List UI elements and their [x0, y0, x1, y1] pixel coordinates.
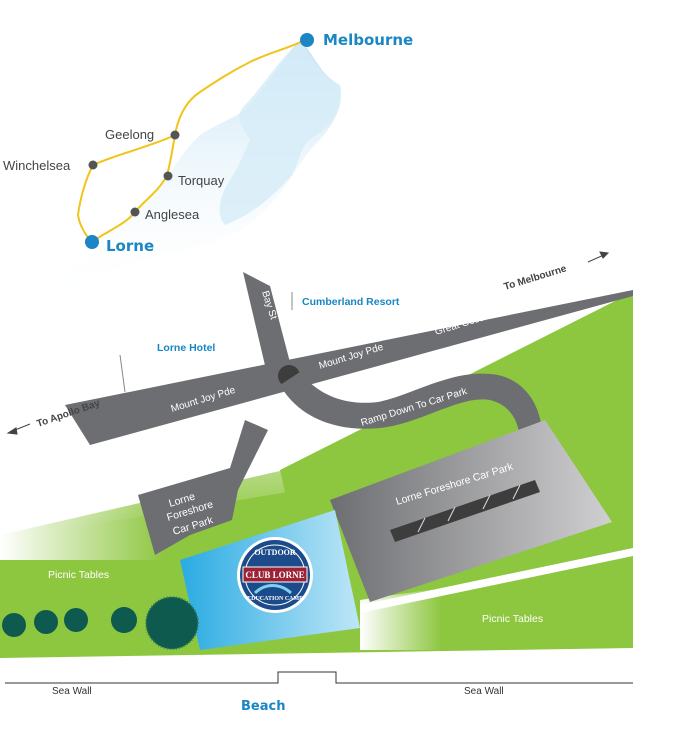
city-dot-anglesea — [130, 207, 140, 217]
to-apollo-bay-arrow — [6, 423, 31, 435]
trees — [2, 596, 199, 650]
tree — [2, 613, 26, 637]
logo-middle-text: CLUB LORNE — [245, 570, 304, 580]
city-dot-lorne — [85, 235, 99, 249]
sea-wall-right-label: Sea Wall — [464, 686, 504, 697]
tree — [145, 596, 199, 650]
city-dot-torquay — [163, 171, 173, 181]
city-dot-melbourne — [300, 33, 314, 47]
picnic-tables-right-label: Picnic Tables — [482, 613, 543, 625]
great-ocean-road[interactable] — [65, 290, 633, 445]
right-grass-fade — [360, 560, 633, 650]
city-dots — [85, 33, 314, 249]
city-dot-winchelsea — [88, 160, 98, 170]
city-lorne-label: Lorne — [106, 237, 154, 255]
ramp-road[interactable] — [280, 372, 542, 438]
tree — [34, 610, 58, 634]
site-map: OUTDOOR CLUB LORNE EDUCATION CAMP — [0, 251, 633, 684]
bay-water — [219, 40, 340, 225]
city-anglesea-label: Anglesea — [145, 207, 200, 222]
city-melbourne-label: Melbourne — [323, 31, 413, 49]
sea-wall — [5, 671, 633, 684]
city-winchelsea-label: Winchelsea — [3, 158, 71, 173]
lorne-hotel-label: Lorne Hotel — [157, 342, 215, 354]
parking-stripes — [390, 480, 540, 542]
lorne-hotel-outline — [119, 354, 126, 393]
city-geelong-label: Geelong — [105, 127, 154, 142]
logo-bottom-text: EDUCATION CAMP — [247, 596, 303, 602]
sea-wall-left-label: Sea Wall — [52, 686, 92, 697]
to-melbourne-arrow — [587, 251, 610, 263]
logo-top-text: OUTDOOR — [254, 548, 296, 557]
city-dot-geelong — [170, 130, 180, 140]
beach-label: Beach — [241, 699, 285, 714]
to-melbourne-label: To Melbourne — [503, 263, 569, 293]
tree — [64, 608, 88, 632]
small-car-park[interactable] — [138, 420, 268, 555]
tree — [111, 607, 137, 633]
city-torquay-label: Torquay — [178, 173, 225, 188]
bay-st[interactable] — [243, 272, 292, 378]
picnic-tables-left-label: Picnic Tables — [48, 569, 109, 581]
club-lorne-logo — [237, 537, 313, 613]
parking-dividers — [417, 484, 521, 533]
cumberland-resort-label: Cumberland Resort — [302, 296, 400, 308]
